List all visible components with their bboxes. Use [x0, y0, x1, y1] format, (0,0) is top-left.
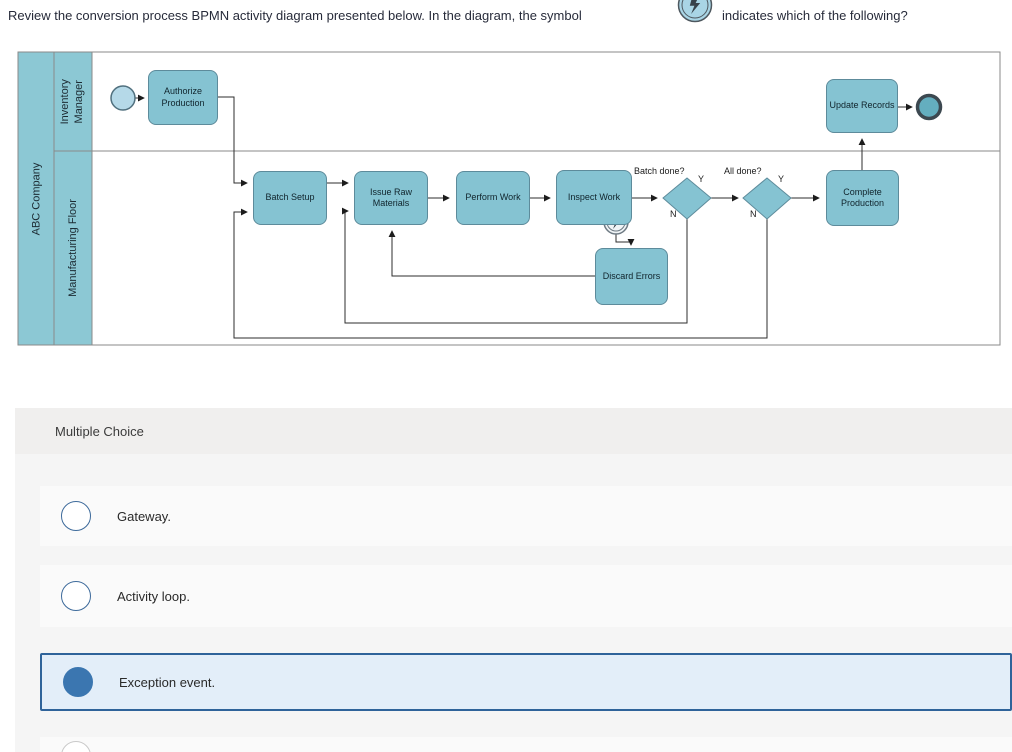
pool-header	[17, 51, 55, 346]
activity-discard-errors: Discard Errors	[595, 248, 668, 305]
sequence-flows	[135, 94, 913, 339]
activity-issue-raw-materials: Issue Raw Materials	[354, 171, 428, 225]
lane-label-manufacturing-floor: Manufacturing Floor	[67, 199, 80, 297]
gateway-batch-no-label: N	[670, 209, 677, 219]
radio-activity-loop[interactable]	[61, 581, 91, 611]
gateway-batch-yes-label: Y	[698, 174, 705, 184]
option-activity-loop[interactable]: Activity loop.	[40, 565, 1012, 627]
question-text-before: Review the conversion process BPMN activ…	[8, 8, 582, 23]
gateway-batch-done-label: Batch done?	[634, 166, 685, 176]
radio-exception-event-checked[interactable]	[63, 667, 93, 697]
gateway-all-done	[742, 177, 792, 220]
lane-label-inventory-manager: Inventory Manager	[59, 78, 85, 125]
gateway-batch-done	[662, 177, 712, 220]
error-exception-event-icon	[677, 0, 713, 23]
pool-label: ABC Company	[30, 162, 43, 235]
option-exception-event[interactable]: Exception event.	[40, 653, 1012, 711]
question-text-after: indicates which of the following?	[722, 8, 908, 23]
activity-batch-setup: Batch Setup	[253, 171, 327, 225]
multiple-choice-title: Multiple Choice	[55, 423, 144, 439]
activity-update-records: Update Records	[826, 79, 898, 133]
lane-header-bottom	[53, 150, 93, 346]
start-event	[110, 85, 136, 111]
option-partial-row[interactable]	[40, 737, 1012, 752]
gateway-all-yes-label: Y	[778, 174, 785, 184]
gateway-all-no-label: N	[750, 209, 757, 219]
multiple-choice-header-bar: Multiple Choice	[15, 408, 1012, 454]
activity-inspect-work: Inspect Work	[556, 170, 632, 225]
activity-authorize-production: Authorize Production	[148, 70, 218, 125]
radio-gateway[interactable]	[61, 501, 91, 531]
end-event	[915, 93, 943, 121]
activity-complete-production: Complete Production	[826, 170, 899, 226]
gateway-all-done-label: All done?	[724, 166, 762, 176]
activity-perform-work: Perform Work	[456, 171, 530, 225]
option-gateway[interactable]: Gateway.	[40, 486, 1012, 546]
radio-partial[interactable]	[61, 741, 91, 752]
